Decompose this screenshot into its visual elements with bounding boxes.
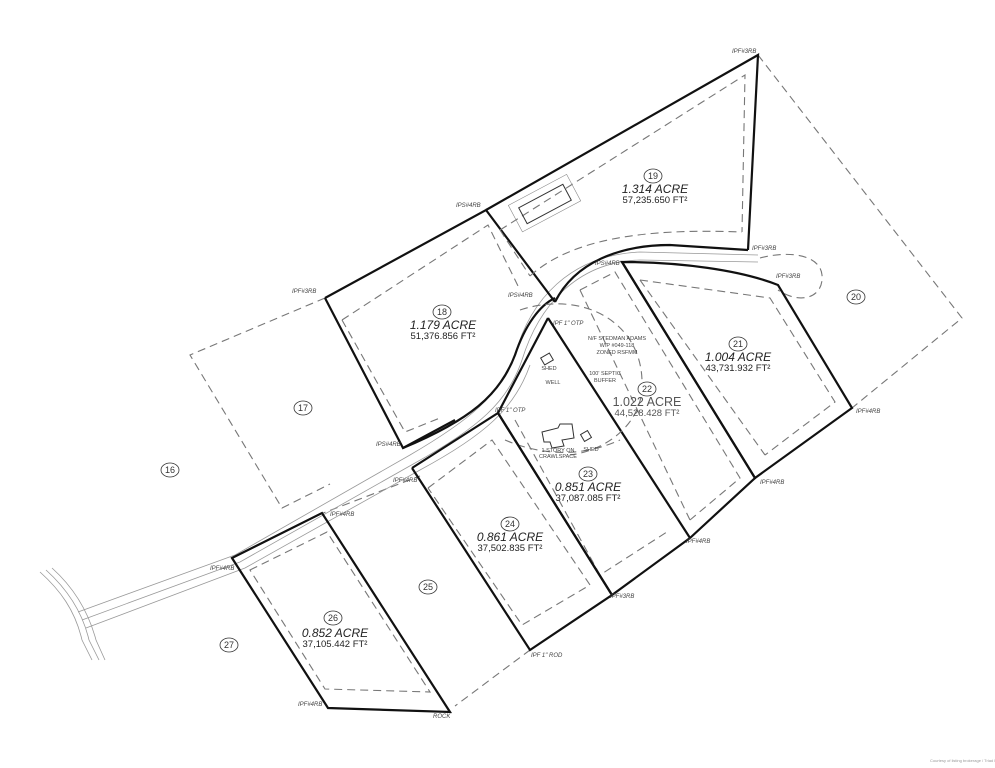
lot-21	[620, 260, 854, 480]
septic-buffer-note-line2: BUFFER	[594, 378, 616, 384]
lot-number-21: 21	[728, 336, 748, 352]
lot-18-sqft: 51,376.856 FT²	[411, 331, 476, 342]
lot-number-22: 22	[637, 381, 657, 397]
svg-text:25: 25	[423, 582, 433, 592]
access-road	[39, 251, 759, 661]
lot-21-acreage: 1.004 ACRE	[705, 350, 772, 364]
svg-text:IPF#3RB: IPF#3RB	[776, 274, 800, 280]
svg-text:IPS#4RB: IPS#4RB	[456, 203, 481, 209]
lot-number-23: 23	[578, 466, 598, 482]
svg-text:IPS#4RB: IPS#4RB	[376, 442, 401, 448]
svg-text:26: 26	[328, 613, 338, 623]
svg-text:IPF#4RB: IPF#4RB	[298, 702, 322, 708]
lot-number-17: 17	[293, 400, 313, 416]
svg-text:IPF#4RB: IPF#4RB	[330, 512, 354, 518]
svg-text:IPS#4RB: IPS#4RB	[595, 261, 620, 267]
lot-number-16: 16	[160, 462, 180, 478]
shed-label-2: SHED	[583, 447, 598, 453]
lot-18-acreage: 1.179 ACRE	[410, 318, 477, 332]
svg-text:IPF#3RB: IPF#3RB	[292, 289, 316, 295]
svg-text:27: 27	[224, 640, 234, 650]
owner-note-line3: ZONED RSFMM	[597, 350, 638, 356]
svg-text:20: 20	[851, 292, 861, 302]
lot-23-acreage: 0.851 ACRE	[555, 480, 622, 494]
lot-22-sqft: 44,528.428 FT²	[615, 408, 680, 419]
lot-19-sqft: 57,235.650 FT²	[623, 195, 688, 206]
lot-24-acreage: 0.861 ACRE	[477, 530, 544, 544]
svg-text:IPF 1" ROD: IPF 1" ROD	[531, 653, 563, 659]
lot-26	[230, 511, 453, 714]
plat-notes: N/F STEDMAN ADAMS W/P #049-118 ZONED RSF…	[539, 336, 646, 460]
svg-text:IPS#4RB: IPS#4RB	[508, 293, 533, 299]
svg-text:IPF#3RB: IPF#3RB	[732, 49, 756, 55]
owner-note-line1: N/F STEDMAN ADAMS	[588, 336, 646, 342]
lot-number-26: 26	[323, 610, 343, 626]
svg-text:18: 18	[437, 307, 447, 317]
image-credit: Courtesy of listing brokerage / Triad ML…	[930, 758, 995, 763]
house-note-line2: CRAWLSPACE	[539, 454, 577, 460]
septic-buffer-note-line1: 100' SEPTIC	[589, 371, 621, 377]
svg-text:17: 17	[298, 403, 308, 413]
lot-19	[485, 53, 760, 303]
lot-number-20: 20	[846, 289, 866, 305]
pin-labels: IPF#3RB IPS#4RB IPF#3RB IPS#4RB IPS#4RB …	[210, 49, 880, 720]
svg-text:IPF#3RB: IPF#3RB	[610, 594, 634, 600]
well-label: WELL	[546, 380, 561, 386]
svg-text:16: 16	[165, 465, 175, 475]
svg-text:IPF 1" OTP: IPF 1" OTP	[553, 321, 583, 327]
lot-number-27: 27	[219, 637, 239, 653]
lot-22	[497, 261, 757, 539]
lot-26-sqft: 37,105.442 FT²	[303, 639, 368, 650]
svg-text:23: 23	[583, 469, 593, 479]
svg-text:IPF 1" OTP: IPF 1" OTP	[495, 408, 525, 414]
acreage-labels: 1.179 ACRE 51,376.856 FT² 1.314 ACRE 57,…	[302, 182, 772, 650]
svg-text:ROCK: ROCK	[433, 714, 451, 720]
lot-number-25: 25	[418, 579, 438, 595]
svg-text:19: 19	[648, 171, 658, 181]
svg-text:IPF#4RB: IPF#4RB	[856, 409, 880, 415]
lot-26-acreage: 0.852 ACRE	[302, 626, 369, 640]
owner-note-line2: W/P #049-118	[600, 343, 635, 349]
lot-22-acreage: 1.022 ACRE	[613, 395, 682, 409]
lot-number-18: 18	[432, 304, 452, 320]
lot-21-sqft: 43,731.932 FT²	[706, 363, 771, 374]
svg-text:21: 21	[733, 339, 743, 349]
house-note-line1: 1 STORY ON	[541, 448, 574, 454]
svg-text:IPF#3RB: IPF#3RB	[752, 246, 776, 252]
svg-text:IPF#4RB: IPF#4RB	[760, 480, 784, 486]
svg-text:24: 24	[505, 519, 515, 529]
adjacent-lot-dashed-lines	[189, 54, 963, 707]
lot-24-sqft: 37,502.835 FT²	[478, 543, 543, 554]
lot-19-acreage: 1.314 ACRE	[622, 182, 689, 196]
lot-number-labels: 16 17 18 19 20 21 22 23 24 25 26 27	[160, 168, 866, 653]
svg-text:IPF#4RB: IPF#4RB	[210, 566, 234, 572]
svg-text:22: 22	[642, 384, 652, 394]
lot-number-24: 24	[500, 516, 520, 532]
svg-text:IPF#4RB: IPF#4RB	[686, 539, 710, 545]
lot-24	[411, 411, 614, 652]
shed-label: SHED	[541, 366, 556, 372]
lot-number-19: 19	[643, 168, 663, 184]
lot-23-sqft: 37,087.085 FT²	[556, 493, 621, 504]
svg-text:IPF#4RB: IPF#4RB	[393, 478, 417, 484]
